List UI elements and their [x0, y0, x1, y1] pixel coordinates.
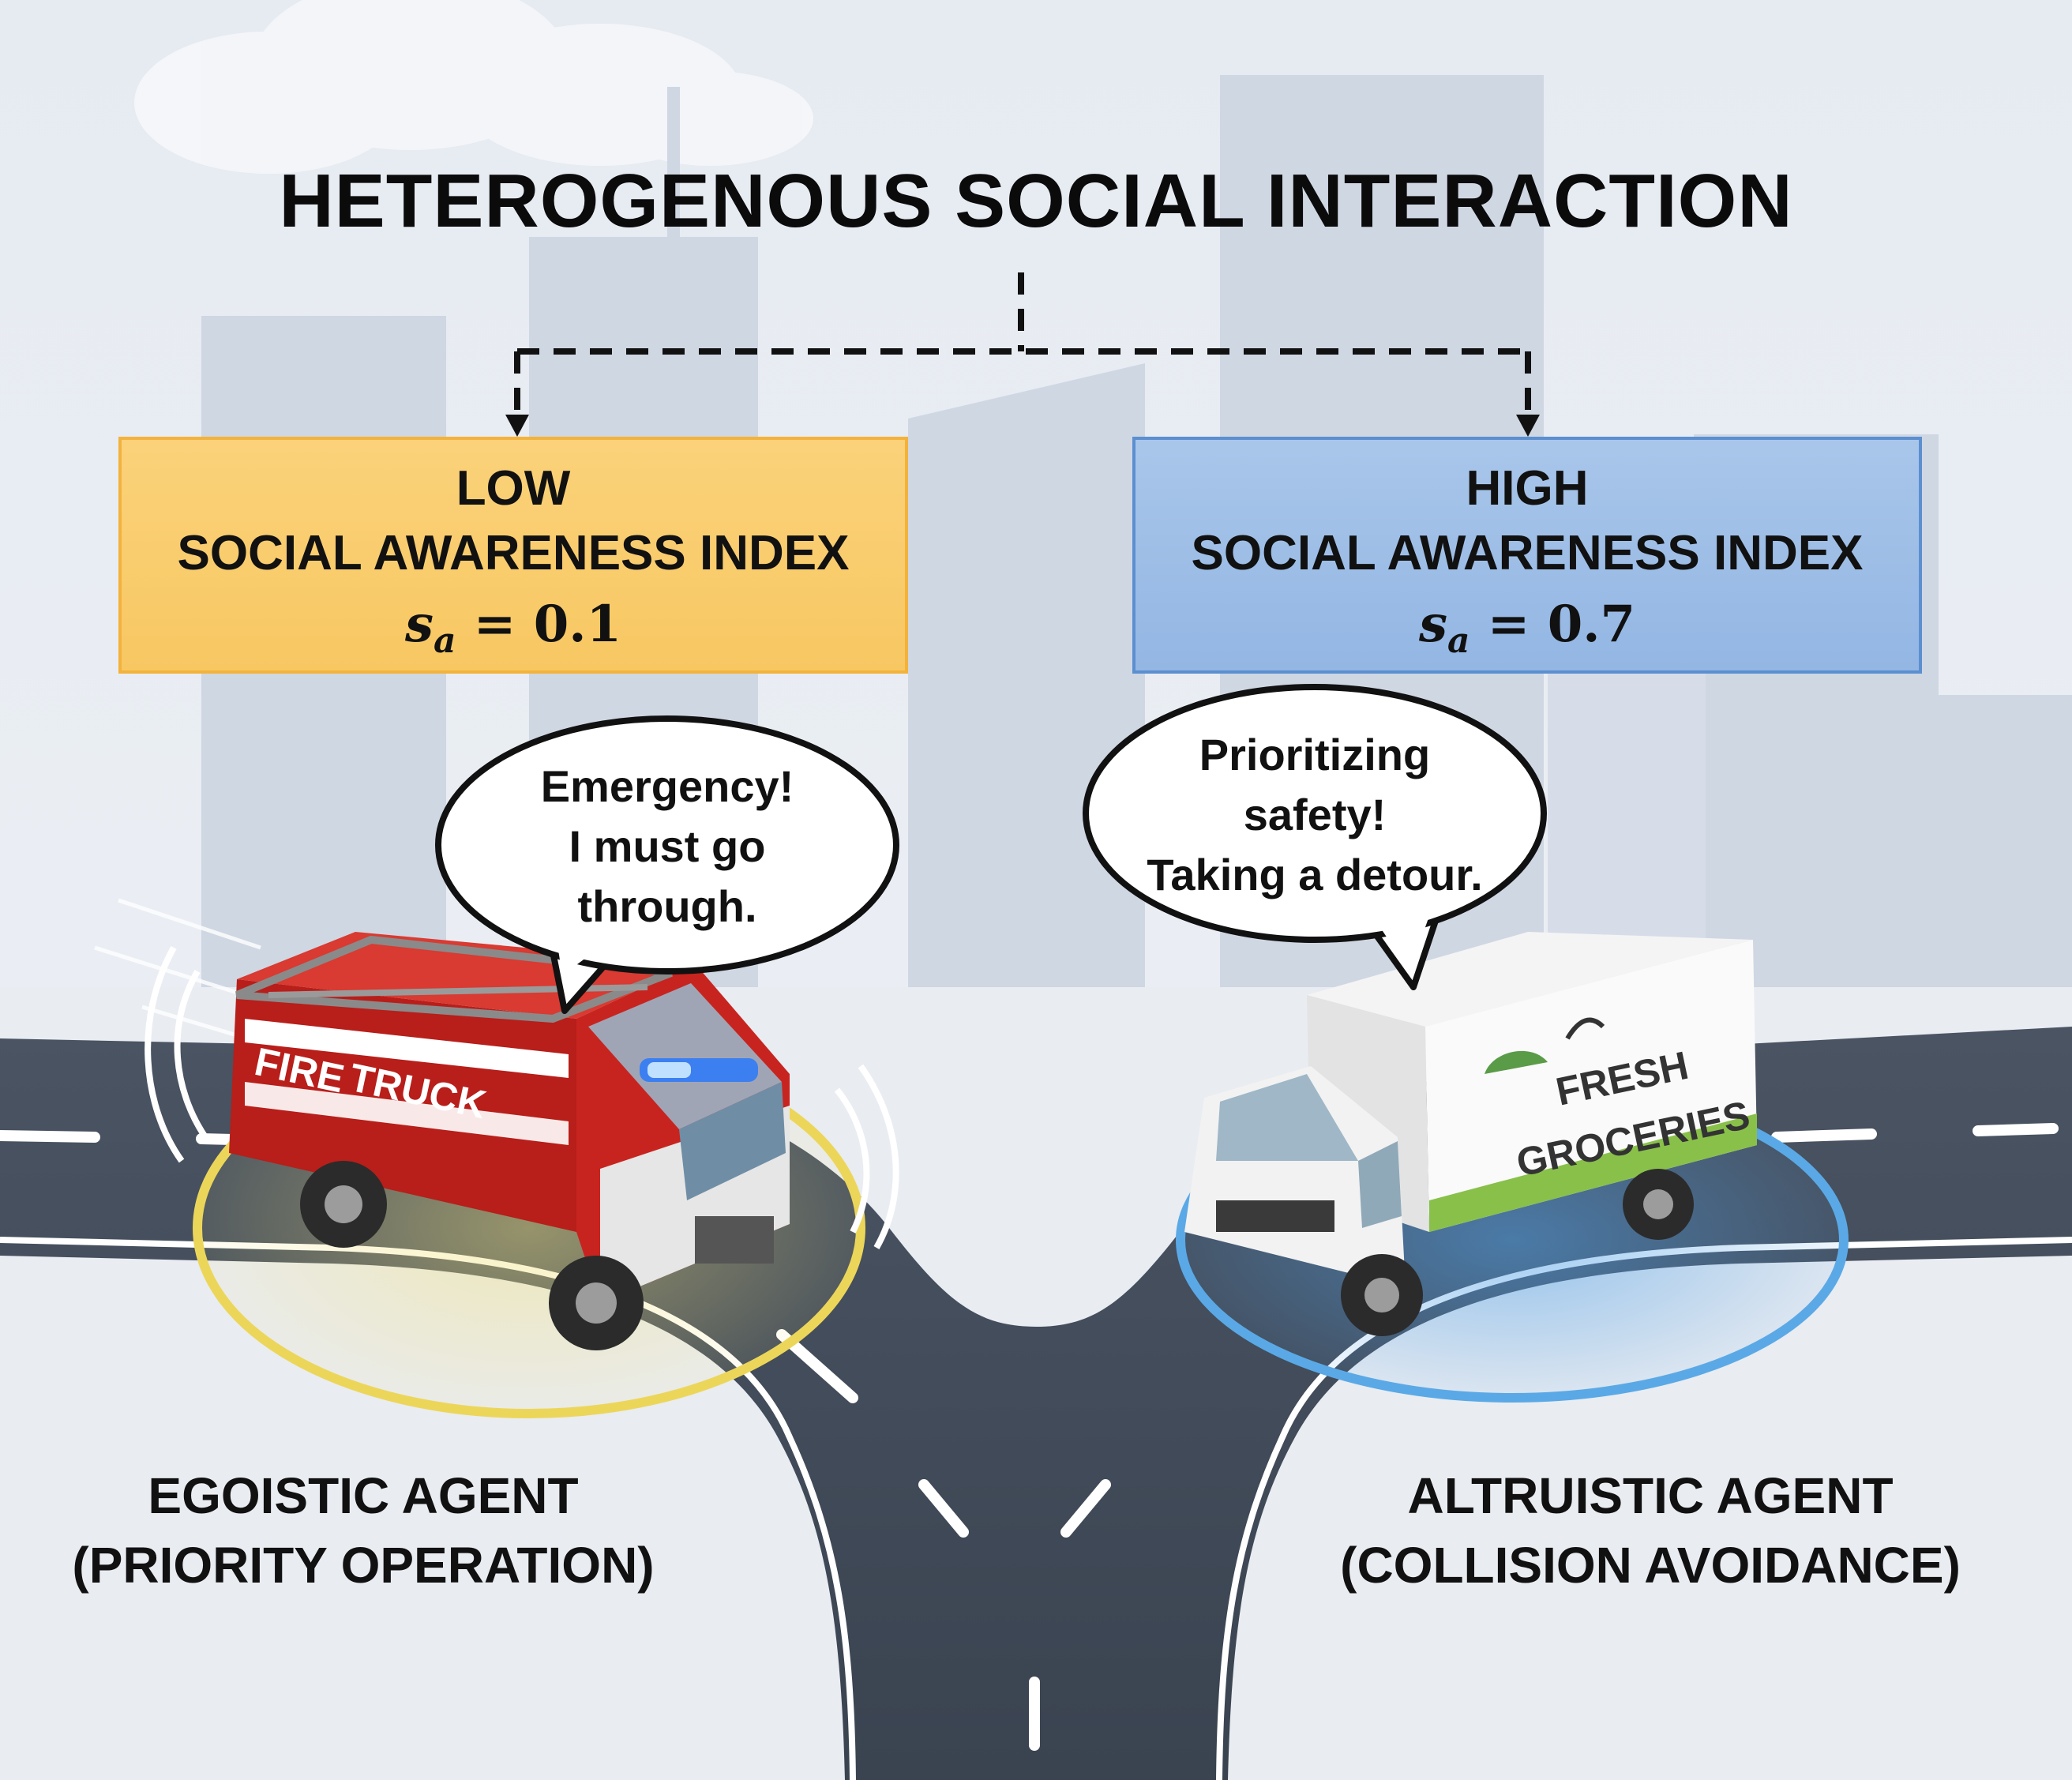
high-index-name: SOCIAL AWARENESS INDEX [1191, 526, 1864, 580]
grocery-truck: FRESH GROCERIES [1184, 932, 1757, 1336]
speech-bubble-right [1083, 684, 1547, 990]
altruistic-agent-label: ALTRUISTIC AGENT (COLLISION AVOIDANCE) [1311, 1461, 1990, 1600]
low-formula-symbol: s [404, 595, 434, 654]
page-title: HETEROGENOUS SOCIAL INTERACTION [279, 159, 1793, 243]
bubble-right-line: Prioritizing [1199, 730, 1431, 779]
bubble-left-line: through. [577, 881, 757, 931]
bubble-right-text: Prioritizing safety! Taking a detour. [1090, 725, 1540, 905]
high-formula-symbol: s [1418, 595, 1447, 654]
high-level-label: HIGH [1466, 461, 1589, 516]
arrowhead-right [1516, 415, 1540, 437]
low-awareness-box: LOW SOCIAL AWARENESS INDEX sa = 0.1 [118, 437, 908, 674]
high-formula-equals: = [1470, 595, 1548, 654]
bubble-right-line: Taking a detour. [1147, 850, 1483, 899]
egoistic-agent-label: EGOISTIC AGENT (PRIORITY OPERATION) [39, 1461, 687, 1600]
low-index-name: SOCIAL AWARENESS INDEX [177, 526, 850, 580]
bubble-left-text: Emergency! I must go through. [442, 757, 892, 937]
connector-dashed-arrows [514, 272, 1531, 415]
high-formula: sa = 0.7 [1135, 593, 1919, 673]
high-awareness-box: HIGH SOCIAL AWARENESS INDEX sa = 0.7 [1132, 437, 1922, 674]
egoistic-agent-title: EGOISTIC AGENT [148, 1467, 579, 1524]
egoistic-agent-subtitle: (PRIORITY OPERATION) [72, 1537, 655, 1594]
low-level-label: LOW [456, 461, 571, 516]
cloud [134, 0, 813, 174]
bubble-right-line: safety! [1243, 790, 1387, 839]
altruistic-agent-title: ALTRUISTIC AGENT [1407, 1467, 1894, 1524]
high-formula-value: 0.7 [1547, 595, 1636, 654]
siren-waves [145, 946, 899, 1249]
bubble-left-line: Emergency! [540, 761, 794, 811]
low-formula: sa = 0.1 [122, 593, 905, 673]
bubble-left-line: I must go [569, 821, 766, 871]
low-formula-value: 0.1 [533, 595, 622, 654]
low-formula-equals: = [456, 595, 534, 654]
speech-bubble-left [435, 715, 899, 1014]
low-formula-subscript: a [433, 620, 456, 661]
arrowhead-left [505, 415, 529, 437]
altruistic-agent-subtitle: (COLLISION AVOIDANCE) [1340, 1537, 1961, 1594]
high-formula-subscript: a [1447, 620, 1470, 661]
